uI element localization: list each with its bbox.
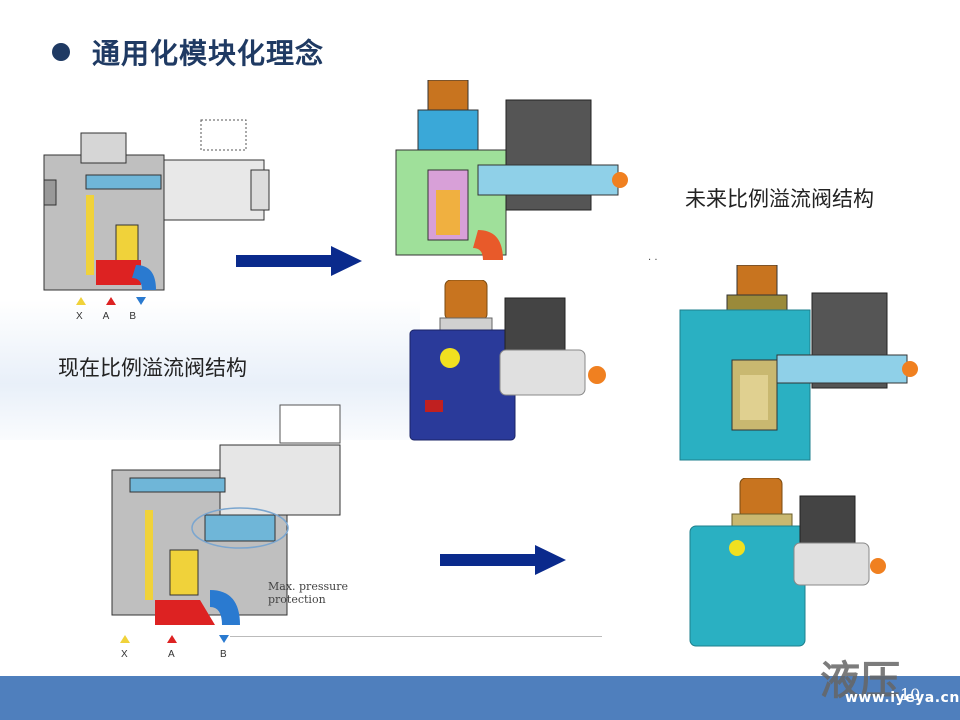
- background-fade: [0, 300, 420, 440]
- stray-mark: · ·: [648, 255, 658, 266]
- port-b-label-bottom: B: [220, 649, 227, 660]
- present-valve-schematic-top: [43, 119, 270, 291]
- port-a-label: A: [102, 311, 110, 322]
- present-valve-cutaway: [395, 80, 628, 260]
- watermark-logo: 液压: [820, 658, 900, 704]
- slide-title-row: 通用化模块化理念: [52, 32, 324, 72]
- future-valve-cutaway: [679, 265, 918, 461]
- ports-top: X A B: [70, 292, 160, 322]
- port-x-label: X: [76, 311, 83, 322]
- ports-bottom: X A B: [115, 630, 245, 661]
- port-markers-top: [76, 297, 146, 305]
- arrow-right-icon: [236, 246, 362, 276]
- bullet-icon: [52, 43, 70, 61]
- caption-present: 现在比例溢流阀结构: [58, 356, 247, 380]
- present-valve-schematic-bottom: [111, 404, 341, 625]
- divider-line: [230, 636, 602, 637]
- page-number: 10: [900, 685, 921, 704]
- port-b-label: B: [129, 311, 137, 322]
- slide-title: 通用化模块化理念: [92, 37, 325, 70]
- footer-bar: [0, 676, 960, 720]
- arrow-right-icon: [440, 545, 566, 575]
- port-a-label-bottom: A: [168, 649, 175, 660]
- port-markers-bottom: [120, 635, 229, 643]
- present-valve-3d: [409, 280, 606, 441]
- future-valve-3d: [689, 478, 886, 647]
- annotation-max-pressure: Max. pressure protection: [268, 580, 348, 606]
- caption-future: 未来比例溢流阀结构: [685, 187, 874, 211]
- watermark-url: www.iyeya.cn: [845, 690, 960, 706]
- port-x-label-bottom: X: [121, 649, 128, 660]
